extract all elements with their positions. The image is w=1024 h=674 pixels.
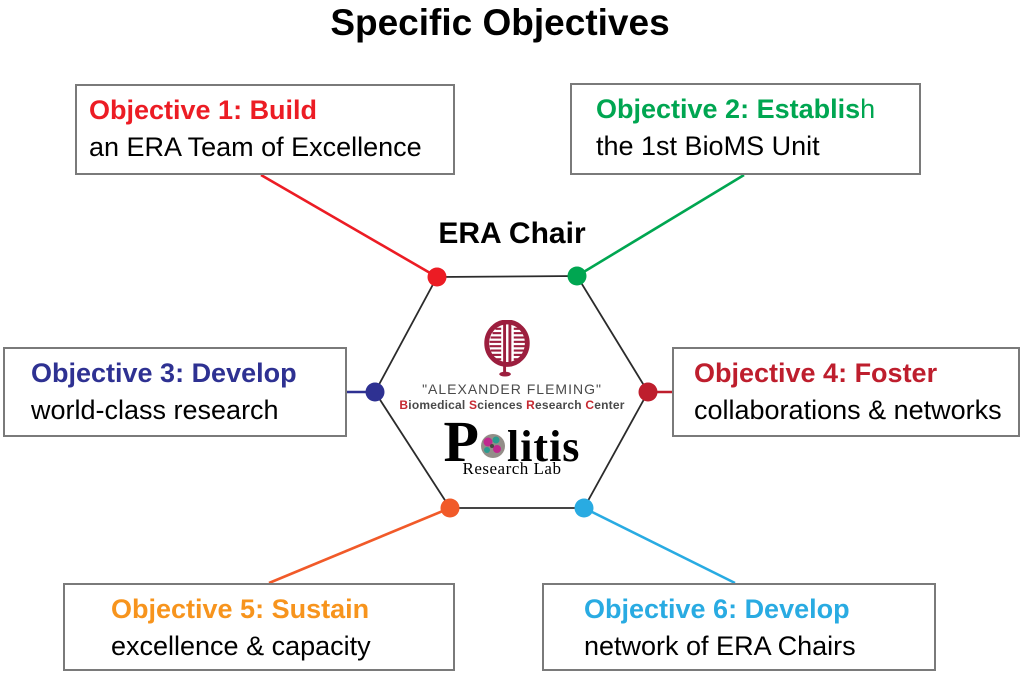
objective-5-heading: Objective 5: Sustain (111, 594, 370, 624)
objective-4-heading: Objective 4: Foster (694, 358, 938, 388)
connector-objective-1 (260, 173, 438, 279)
politis-rest: litis (506, 422, 581, 471)
node-objective-6 (574, 498, 594, 518)
connector-objective-6 (583, 506, 736, 585)
objective-2-subtitle: the 1st BioMS Unit (596, 131, 820, 161)
node-objective-3 (365, 382, 385, 402)
politis-cell-icon (480, 434, 505, 458)
node-objective-1 (427, 267, 447, 287)
fleming-name: "ALEXANDER FLEMING" (422, 381, 602, 397)
objective-3-heading: Objective 3: Develop (31, 358, 297, 388)
objective-2-heading: Objective 2: Establish (596, 94, 876, 124)
objective-4-box: Objective 4: Foster collaborations & net… (672, 347, 1020, 437)
fleming-subtitle: Biomedical Sciences Research Center (399, 398, 625, 412)
connector-objective-5 (268, 506, 451, 585)
objective-3-box: Objective 3: Develop world-class researc… (3, 347, 347, 437)
objective-6-heading: Objective 6: Develop (584, 594, 850, 624)
page-title: Specific Objectives (330, 2, 670, 43)
node-objective-4 (638, 382, 658, 402)
objective-1-box: Objective 1: Build an ERA Team of Excell… (75, 84, 455, 175)
objective-4-subtitle: collaborations & networks (694, 395, 1002, 425)
objective-5-subtitle: excellence & capacity (111, 631, 371, 661)
objective-2-box: Objective 2: Establish the 1st BioMS Uni… (570, 83, 921, 175)
politis-initial: P (443, 409, 479, 474)
connector-objective-2 (576, 173, 745, 278)
node-objective-5 (440, 498, 460, 518)
objective-1-heading: Objective 1: Build (89, 95, 318, 125)
fleming-emblem-icon (484, 320, 530, 377)
objective-6-box: Objective 6: Develop network of ERA Chai… (542, 583, 936, 671)
node-objective-2 (567, 266, 587, 286)
objective-5-box: Objective 5: Sustain excellence & capaci… (63, 583, 455, 671)
politis-subtitle: Research Lab (462, 459, 562, 478)
objective-3-subtitle: world-class research (31, 395, 279, 425)
objective-6-subtitle: network of ERA Chairs (584, 631, 856, 661)
politis-logo: P litis (387, 413, 637, 471)
objective-1-subtitle: an ERA Team of Excellence (89, 132, 422, 162)
era-chair-label: ERA Chair (438, 217, 586, 250)
